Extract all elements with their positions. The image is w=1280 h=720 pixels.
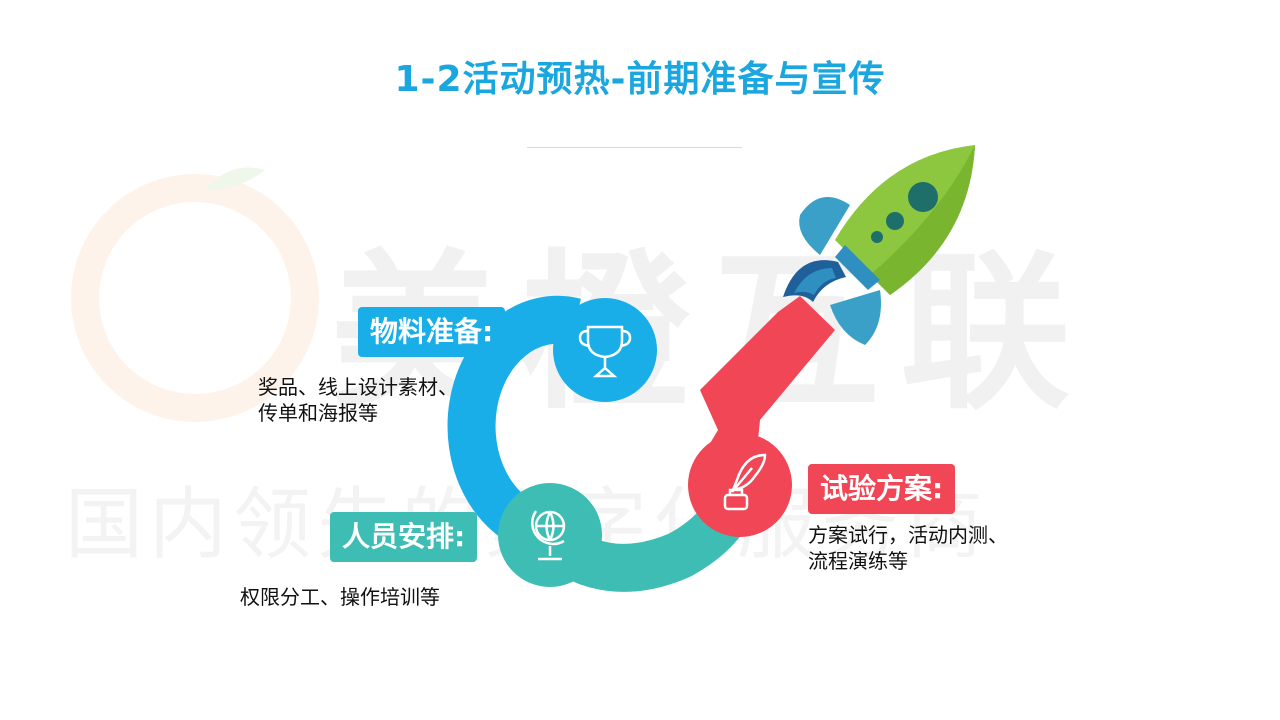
step-materials-node xyxy=(553,298,657,402)
step-staff-node xyxy=(498,483,602,587)
rocket-icon xyxy=(783,145,975,345)
step-trial-label: 试验方案: xyxy=(808,464,956,514)
red-trail xyxy=(700,296,835,470)
step-trial-node xyxy=(688,433,792,537)
title-divider xyxy=(527,147,742,148)
globe-icon xyxy=(531,510,566,561)
step-staff-label: 人员安排: xyxy=(330,512,478,562)
step-materials-label: 物料准备: xyxy=(358,307,506,357)
blue-arc xyxy=(447,295,581,554)
step-materials-description: 奖品、线上设计素材、传单和海报等 xyxy=(258,375,458,425)
step-trial-description: 方案试行，活动内测、流程演练等 xyxy=(808,523,1008,573)
page-title: 1-2活动预热-前期准备与宣传 xyxy=(394,59,886,100)
trophy-icon xyxy=(578,325,632,378)
step-staff-description: 权限分工、操作培训等 xyxy=(240,585,440,609)
quill-ink-icon xyxy=(723,453,767,511)
